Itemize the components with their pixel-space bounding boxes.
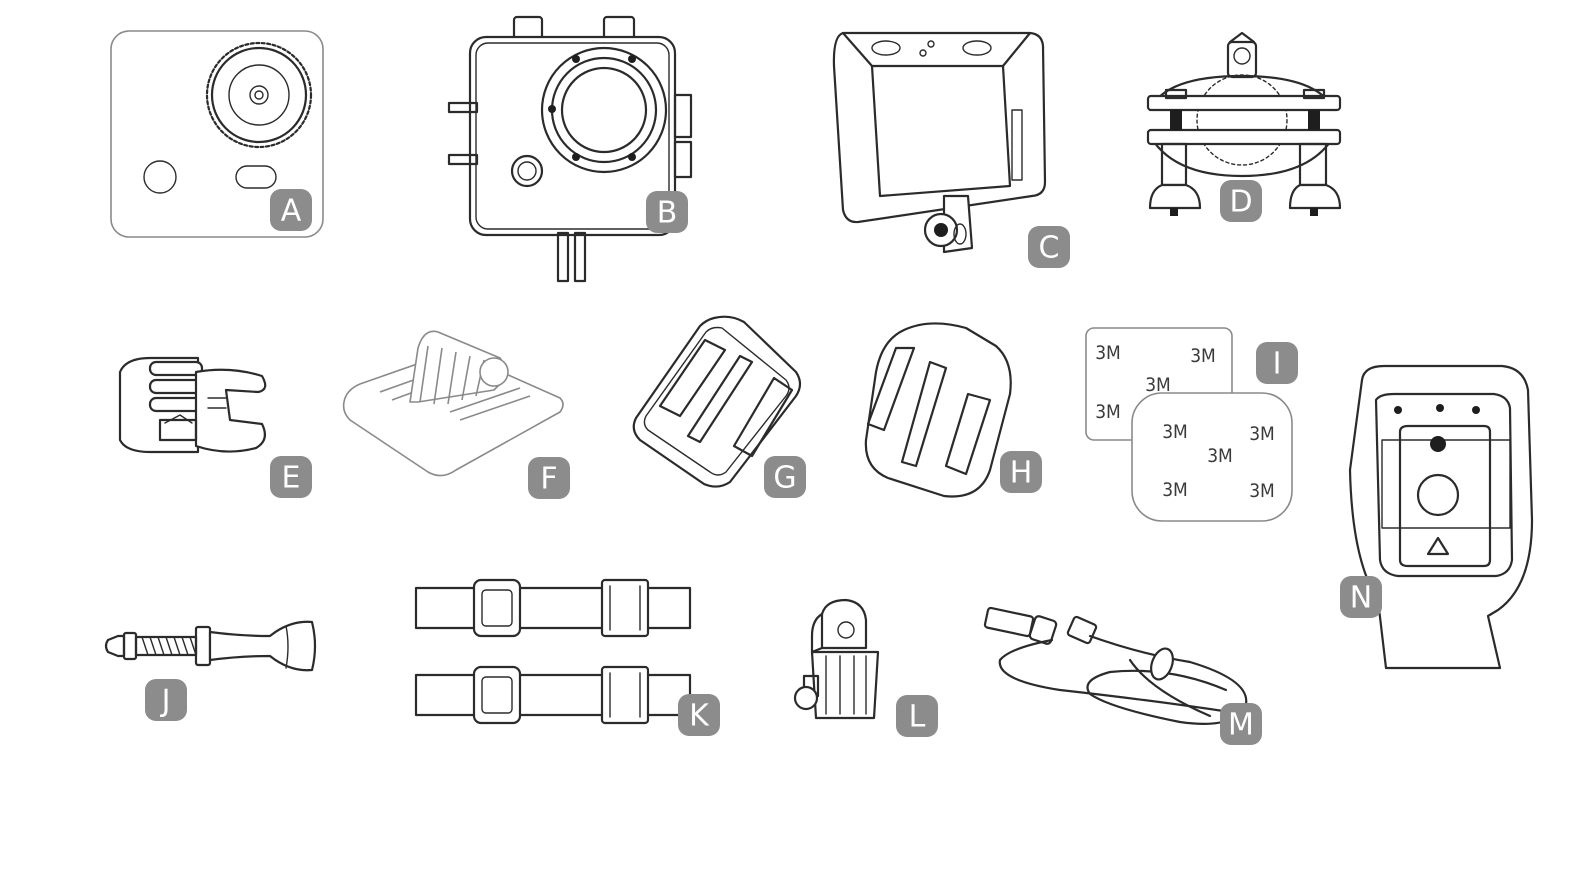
flat-adhesive-mount-icon (864, 322, 1012, 498)
label-badge-i: I (1256, 342, 1298, 384)
label-badge-c: C (1028, 226, 1070, 268)
sticker-text: 3M (1207, 445, 1233, 467)
badge-letter: H (1010, 456, 1033, 491)
sticker-text: 3M (1095, 342, 1121, 364)
label-badge-g: G (764, 456, 806, 498)
label-badge-k: K (678, 694, 720, 736)
label-badge-e: E (270, 456, 312, 498)
badge-letter: N (1350, 581, 1372, 616)
tripod-adapter-icon (793, 598, 880, 720)
action-camera-icon (110, 30, 324, 238)
surf-mount-icon (342, 330, 564, 477)
label-badge-h: H (1000, 451, 1042, 493)
sticker-text: 3M (1162, 421, 1188, 443)
usb-cable-icon (983, 606, 1248, 725)
badge-letter: B (657, 196, 678, 231)
badge-letter: C (1039, 231, 1060, 266)
label-badge-j: J (145, 679, 187, 721)
label-badge-m: M (1220, 703, 1262, 745)
camera-frame-icon (832, 31, 1047, 254)
label-badge-d: D (1220, 180, 1262, 222)
badge-letter: I (1273, 347, 1282, 382)
badge-letter: M (1228, 708, 1254, 743)
waterproof-housing-icon (447, 15, 693, 283)
badge-letter: F (540, 462, 557, 497)
quick-release-buckle-icon (118, 356, 267, 454)
sticker-text: 3M (1249, 480, 1275, 502)
badge-letter: J (160, 684, 171, 719)
adhesive-pads-icon: 3M 3M 3M 3M 3M 3M 3M 3M 3M (1085, 327, 1293, 522)
badge-letter: D (1229, 185, 1252, 220)
label-badge-f: F (528, 457, 570, 499)
badge-letter: L (909, 700, 926, 735)
sticker-text: 3M (1095, 401, 1121, 423)
wrist-remote-icon (1348, 364, 1534, 670)
badge-letter: G (773, 461, 796, 496)
badge-letter: K (689, 699, 710, 734)
sticker-text: 3M (1162, 479, 1188, 501)
label-badge-l: L (896, 695, 938, 737)
sticker-text: 3M (1249, 423, 1275, 445)
handlebar-mount-icon (1146, 31, 1342, 216)
label-badge-n: N (1340, 576, 1382, 618)
curved-adhesive-mount-icon (632, 315, 802, 488)
badge-letter: A (281, 194, 302, 229)
thumb-screw-icon (104, 620, 317, 672)
sticker-text: 3M (1190, 345, 1216, 367)
velcro-straps-icon (414, 578, 692, 725)
label-badge-b: B (646, 191, 688, 233)
badge-letter: E (282, 461, 301, 496)
label-badge-a: A (270, 189, 312, 231)
sticker-text: 3M (1145, 374, 1171, 396)
